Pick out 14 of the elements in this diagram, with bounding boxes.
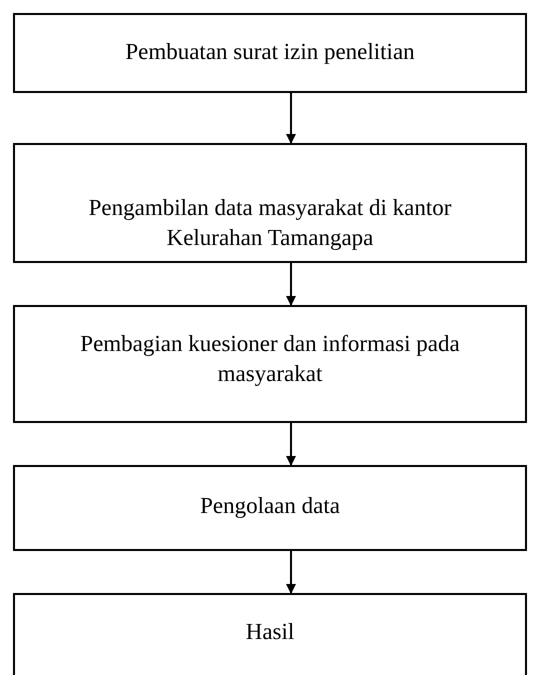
arrow	[286, 551, 296, 594]
box-text: Hasil	[244, 618, 296, 646]
process-box	[13, 305, 527, 423]
process-box	[13, 143, 527, 263]
box-text: Pembuatan surat izin penelitian	[124, 38, 416, 66]
box-text: Pembagian kuesioner dan informasi pada masyarakat	[79, 330, 461, 388]
box-text: Pengambilan data masyarakat di kantor Kelurahan Tamangapa	[88, 194, 452, 252]
process-box	[13, 593, 527, 675]
arrow	[286, 423, 296, 466]
process-box	[13, 465, 527, 551]
box-text: Pengolaan data	[199, 492, 341, 520]
arrow	[286, 263, 296, 306]
process-box	[13, 13, 527, 93]
arrow	[286, 93, 296, 144]
